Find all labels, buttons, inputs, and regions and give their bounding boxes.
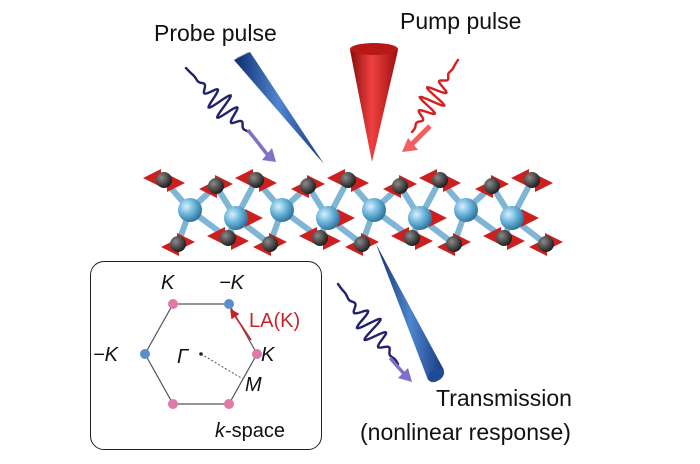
- chalcogen-atom: [340, 172, 356, 188]
- metal-atom: [454, 198, 478, 222]
- probe-beam: [234, 52, 324, 164]
- metal-atom: [362, 198, 386, 222]
- chalcogen-atom: [262, 236, 278, 252]
- chalcogen-atom: [354, 236, 370, 252]
- chalcogen-atom: [496, 230, 512, 246]
- gamma-m-path: [200, 353, 244, 380]
- transmission-label: Transmission: [436, 385, 572, 411]
- k-label-top-left: K: [161, 272, 175, 294]
- nonlinear-response-label: (nonlinear response): [360, 419, 571, 445]
- k-label-right: K: [261, 344, 275, 366]
- metal-atom: [270, 198, 294, 222]
- phonon-wavevector-arrow: [230, 308, 252, 341]
- probe-pulse-label: Probe pulse: [154, 20, 277, 46]
- metal-atom: [500, 206, 524, 230]
- probe-wave-packet: [184, 66, 276, 162]
- chalcogen-atom: [484, 178, 500, 194]
- metal-atom: [316, 206, 340, 230]
- k-points: [140, 299, 262, 409]
- chalcogen-atom: [156, 172, 172, 188]
- transmitted-beam: [376, 244, 445, 383]
- k-point-blue: [140, 349, 150, 359]
- gamma-label: Γ: [177, 346, 189, 368]
- metal-atom: [408, 206, 432, 230]
- gamma-point: [199, 352, 203, 356]
- metal-atom: [178, 198, 202, 222]
- chalcogen-atom: [208, 178, 224, 194]
- chalcogen-atom: [404, 230, 420, 246]
- k-point-blue: [224, 299, 234, 309]
- chalcogen-atom: [446, 236, 462, 252]
- k-space-suffix: -space: [225, 420, 286, 442]
- chalcogen-atom: [170, 236, 186, 252]
- chalcogen-atom: [248, 172, 264, 188]
- k-space-prefix: k: [215, 420, 225, 442]
- pump-pulse-label: Pump pulse: [400, 8, 522, 34]
- crystal-lattice: [143, 169, 563, 256]
- k-space-label: k-space: [215, 420, 285, 443]
- k-point-pink: [168, 399, 178, 409]
- pump-beam: [350, 43, 398, 162]
- minus-k-label-left: −K: [93, 344, 119, 366]
- m-point-label: M: [245, 374, 262, 396]
- chalcogen-atom: [432, 172, 448, 188]
- brillouin-zone: [140, 299, 262, 409]
- chalcogen-atom: [538, 236, 554, 252]
- k-space-inset: K −K −K K Γ M LA(K) k-space: [90, 261, 322, 450]
- k-point-pink: [252, 349, 262, 359]
- metal-atom: [224, 206, 248, 230]
- chalcogen-atom: [524, 172, 540, 188]
- phonon-label: LA(K): [249, 310, 301, 332]
- transmitted-wave-packet: [336, 282, 412, 382]
- chalcogen-atom: [312, 230, 328, 246]
- chalcogen-atom: [220, 230, 236, 246]
- k-point-pink: [224, 399, 234, 409]
- minus-k-label-top-right: −K: [219, 272, 245, 294]
- pump-wave-packet: [402, 58, 460, 152]
- k-point-pink: [168, 299, 178, 309]
- chalcogen-atom: [392, 178, 408, 194]
- chalcogen-atom: [300, 178, 316, 194]
